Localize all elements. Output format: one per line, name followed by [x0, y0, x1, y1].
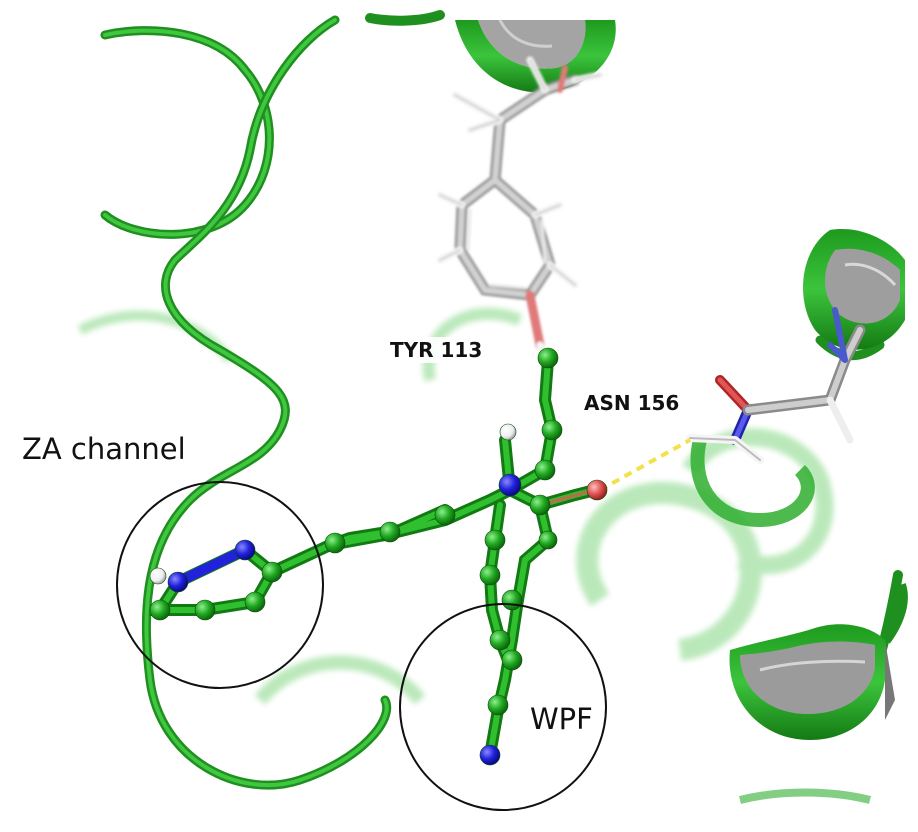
residue-tyr113 — [436, 56, 604, 374]
ligand-atoms — [149, 347, 608, 766]
za-channel-circle — [116, 481, 324, 689]
label-wpf: WPF — [530, 702, 593, 736]
helix-right — [690, 229, 905, 528]
ligand-bonds — [149, 354, 601, 761]
label-asn156: ASN 156 — [580, 390, 684, 416]
residue-asn156 — [686, 307, 866, 464]
label-za-channel: ZA channel — [22, 432, 186, 466]
label-tyr113: TYR 113 — [386, 337, 487, 363]
helix-bottom-right — [729, 583, 908, 740]
hydrogen-bond — [599, 438, 691, 492]
wpf-circle — [399, 603, 607, 811]
helix-top — [455, 19, 616, 93]
